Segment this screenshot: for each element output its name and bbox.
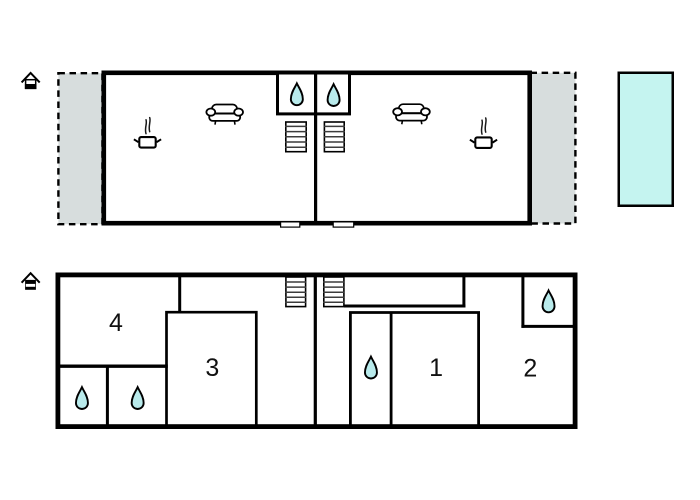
svg-text:2: 2 bbox=[523, 355, 537, 383]
svg-text:4: 4 bbox=[109, 309, 123, 337]
svg-text:3: 3 bbox=[205, 354, 219, 382]
svg-text:1: 1 bbox=[429, 354, 443, 382]
